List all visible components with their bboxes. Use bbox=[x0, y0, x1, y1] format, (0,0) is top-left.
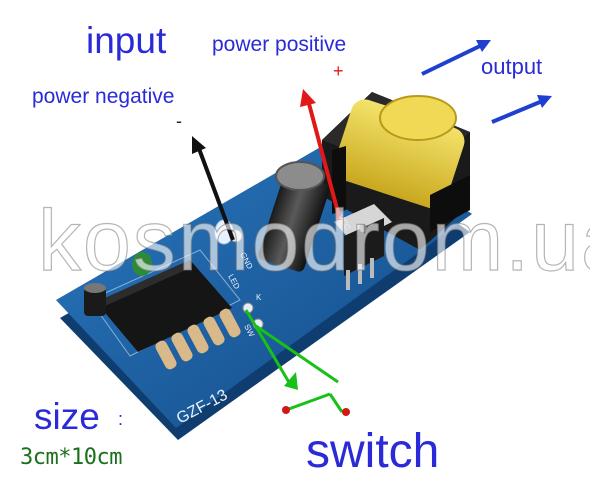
size-colon: : bbox=[118, 409, 124, 429]
input-label: input bbox=[86, 20, 167, 61]
power-negative-label: power negative bbox=[32, 85, 175, 108]
watermark: kosmodrom.ua bbox=[37, 193, 590, 289]
negative-arrowhead bbox=[192, 136, 206, 154]
electrolytic-capacitor bbox=[258, 161, 330, 272]
ic-chip bbox=[96, 260, 232, 352]
size-label: size bbox=[34, 396, 100, 437]
small-capacitor bbox=[84, 283, 106, 316]
resistors bbox=[155, 308, 241, 370]
minus-sign: - bbox=[176, 111, 182, 131]
output-arrow-top bbox=[421, 44, 481, 76]
output-arrowhead-top bbox=[476, 40, 491, 52]
transformer bbox=[322, 92, 470, 250]
output-label: output bbox=[481, 54, 543, 79]
power-positive-label: power positive bbox=[212, 33, 347, 56]
negative-arrow bbox=[196, 145, 235, 241]
positive-arrowhead bbox=[300, 89, 316, 107]
switch-label: switch bbox=[306, 425, 440, 478]
dimensions-label: 3cm*10cm bbox=[20, 445, 122, 470]
output-arrow-bottom bbox=[491, 100, 541, 124]
plus-sign: + bbox=[333, 61, 344, 81]
ceramic-capacitor bbox=[132, 252, 152, 276]
switch-wiring bbox=[244, 309, 350, 416]
mosfet bbox=[334, 204, 392, 290]
positive-arrow bbox=[306, 99, 342, 221]
pin-label-k: K bbox=[256, 293, 262, 302]
output-arrowhead-bottom bbox=[537, 95, 552, 108]
